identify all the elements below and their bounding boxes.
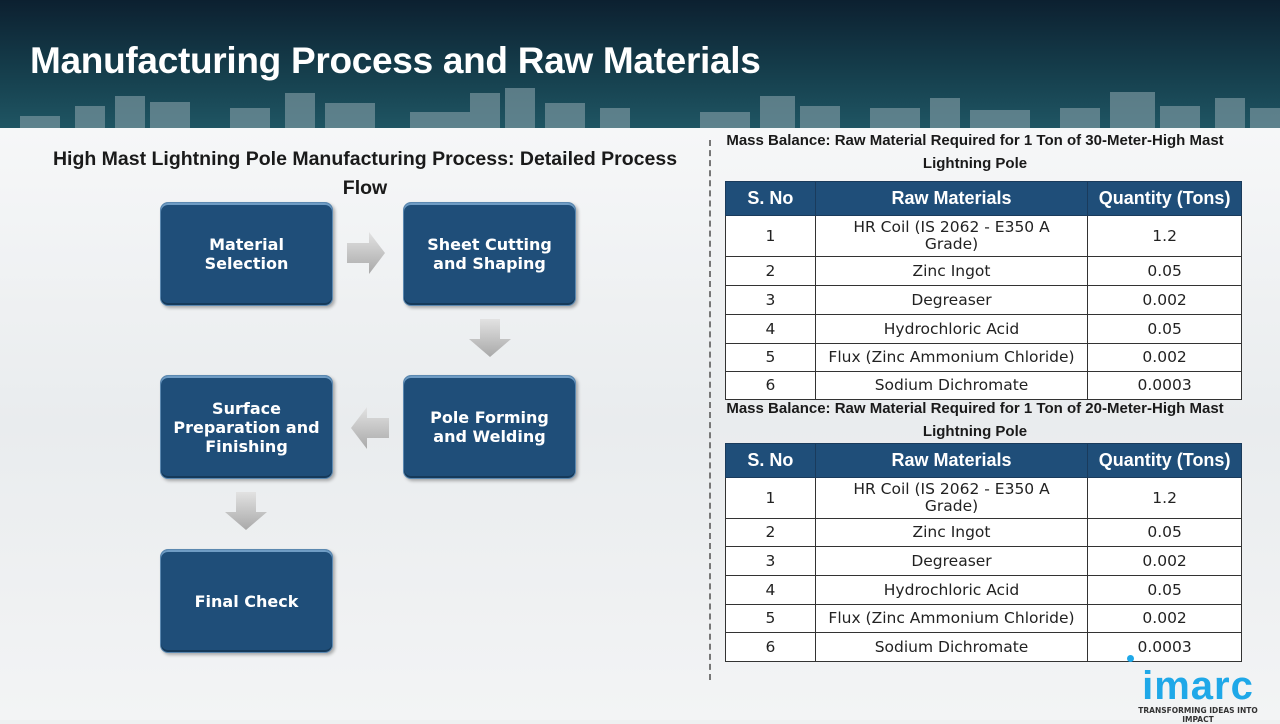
column-header: S. No [725,443,816,478]
cell: 5 [725,604,816,633]
cell: 0.0003 [1087,371,1242,400]
cell: 0.05 [1087,575,1242,605]
arrow-right-icon [347,232,385,274]
cell: 4 [725,314,816,344]
cell: HR Coil (IS 2062 - E350 A Grade) [814,477,1089,519]
cell: 0.05 [1087,518,1242,547]
page-title: Manufacturing Process and Raw Materials [30,40,761,81]
cell: 1.2 [1087,215,1242,257]
logo-wordmark: imarc [1142,664,1254,708]
table-title-20m: Mass Balance: Raw Material Required for … [726,400,1224,440]
cell: Degreaser [814,285,1089,315]
cell: 0.0003 [1087,632,1242,662]
step-material-selection: Material Selection [160,202,333,306]
step-pole-forming: Pole Forming and Welding [403,375,576,479]
divider [709,140,711,680]
header-banner: Manufacturing Process and Raw Materials [0,0,1280,128]
cell: 3 [725,546,816,576]
column-header: Raw Materials [814,443,1089,478]
cell: 6 [725,632,816,662]
arrow-left-icon [351,407,389,449]
arrow-down-icon [225,492,267,530]
column-header: Quantity (Tons) [1087,181,1242,216]
column-header: Quantity (Tons) [1087,443,1242,478]
cell: 1 [725,477,816,519]
cell: Degreaser [814,546,1089,576]
column-header: Raw Materials [814,181,1089,216]
cell: 0.002 [1087,546,1242,576]
cell: 1.2 [1087,477,1242,519]
cell: 6 [725,371,816,400]
cell: 0.002 [1087,285,1242,315]
cell: 0.002 [1087,343,1242,372]
cell: Flux (Zinc Ammonium Chloride) [814,604,1089,633]
table-title-30m: Mass Balance: Raw Material Required for … [726,132,1224,172]
process-flow-heading: High Mast Lightning Pole Manufacturing P… [52,148,678,199]
cell: Sodium Dichromate [814,632,1089,662]
cell: 0.05 [1087,314,1242,344]
cell: 5 [725,343,816,372]
cell: 0.002 [1087,604,1242,633]
step-surface-preparation: Surface Preparation and Finishing [160,375,333,479]
arrow-down-icon [469,319,511,357]
cell: Zinc Ingot [814,518,1089,547]
column-header: S. No [725,181,816,216]
cell: HR Coil (IS 2062 - E350 A Grade) [814,215,1089,257]
cell: Hydrochloric Acid [814,575,1089,605]
cell: 4 [725,575,816,605]
cell: 3 [725,285,816,315]
cell: Hydrochloric Acid [814,314,1089,344]
cell: 2 [725,518,816,547]
step-final-check: Final Check [160,549,333,653]
cell: Flux (Zinc Ammonium Chloride) [814,343,1089,372]
cell: 2 [725,256,816,286]
decorative-dot [1127,655,1134,662]
cell: 1 [725,215,816,257]
cell: Zinc Ingot [814,256,1089,286]
imarc-logo: imarc TRANSFORMING IDEAS INTO IMPACT [1123,664,1273,724]
cell: Sodium Dichromate [814,371,1089,400]
logo-tagline: TRANSFORMING IDEAS INTO IMPACT [1138,706,1258,724]
cell: 0.05 [1087,256,1242,286]
city-skyline-graphic [20,88,1280,128]
step-sheet-cutting: Sheet Cutting and Shaping [403,202,576,306]
